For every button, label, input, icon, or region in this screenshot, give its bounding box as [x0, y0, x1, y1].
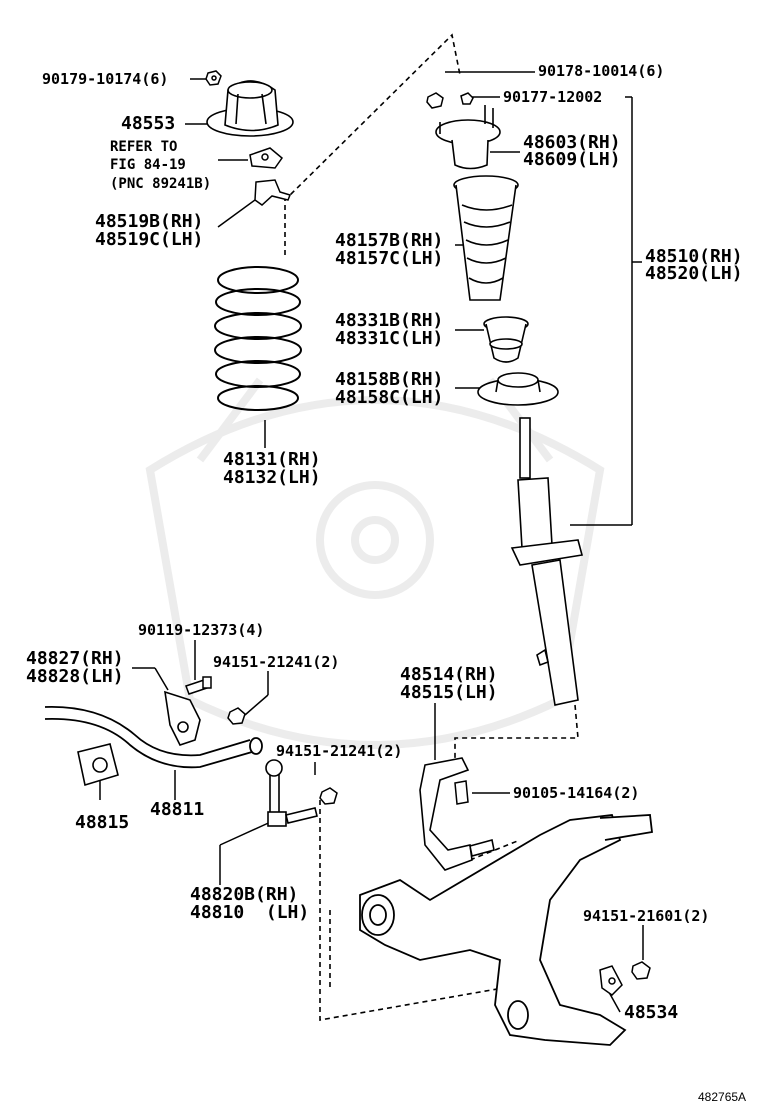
label-90105-14164[interactable]: 90105-14164(2) [513, 784, 640, 802]
nut-90178 [426, 92, 444, 109]
label-90177-12002[interactable]: 90177-12002 [503, 88, 603, 106]
nut-90179 [205, 70, 222, 86]
label-48553[interactable]: 48553 [121, 113, 176, 134]
label-48810[interactable]: 48810 (LH) [190, 902, 310, 923]
nut-94151c [631, 961, 651, 980]
label-48131[interactable]: 48131(RH) [223, 449, 321, 470]
label-48515[interactable]: 48515(LH) [400, 682, 498, 703]
label-94151-21241-b[interactable]: 94151-21241(2) [276, 742, 403, 760]
label-94151-21601[interactable]: 94151-21601(2) [583, 907, 710, 925]
label-refer-fig: FIG 84-19 [110, 157, 186, 173]
bolt-90119 [185, 676, 212, 695]
support-48603 [435, 105, 501, 170]
bracket-48827 [164, 690, 201, 746]
label-90178-10014[interactable]: 90178-10014(6) [538, 62, 665, 80]
label-48811[interactable]: 48811 [150, 799, 205, 820]
lower-arm-48068 [359, 814, 653, 1046]
bracket-refer [249, 147, 284, 169]
link-48820 [265, 759, 318, 827]
label-refer-pnc: (PNC 89241B) [110, 176, 212, 192]
bracket-48514 [419, 757, 495, 871]
shock-absorber-48510 [510, 417, 584, 706]
label-48158c[interactable]: 48158C(LH) [335, 387, 444, 408]
label-48514[interactable]: 48514(RH) [400, 664, 498, 685]
nut-94151a [227, 707, 246, 725]
bumper-48331 [483, 316, 529, 363]
bushing-48815 [77, 743, 119, 787]
coil-spring-48131 [214, 266, 302, 411]
label-48603[interactable]: 48603(RH) [523, 132, 621, 153]
insulator-48158 [477, 372, 559, 406]
label-48157b[interactable]: 48157B(RH) [335, 230, 444, 251]
bracket-48519 [254, 179, 292, 206]
bolt-90105 [454, 780, 469, 805]
label-48609[interactable]: 48609(LH) [523, 149, 621, 170]
boot-48157 [453, 175, 519, 301]
label-48519b[interactable]: 48519B(RH) [95, 211, 204, 232]
label-48827[interactable]: 48827(RH) [26, 648, 124, 669]
label-94151-21241-a[interactable]: 94151-21241(2) [213, 653, 340, 671]
dashed-guides [284, 33, 579, 1021]
label-48519c[interactable]: 48519C(LH) [95, 229, 204, 250]
label-48510[interactable]: 48510(RH) [645, 246, 743, 267]
label-48157c[interactable]: 48157C(LH) [335, 248, 444, 269]
label-48820b[interactable]: 48820B(RH) [190, 884, 299, 905]
label-48815[interactable]: 48815 [75, 812, 130, 833]
label-48828[interactable]: 48828(LH) [26, 666, 124, 687]
label-48331c[interactable]: 48331C(LH) [335, 328, 444, 349]
label-48520[interactable]: 48520(LH) [645, 263, 743, 284]
label-90119-12373[interactable]: 90119-12373(4) [138, 621, 265, 639]
nut-90177 [460, 92, 474, 105]
leader-lines [99, 71, 644, 1013]
label-48331b[interactable]: 48331B(RH) [335, 310, 444, 331]
label-90179-10174[interactable]: 90179-10174(6) [42, 70, 169, 88]
label-48534[interactable]: 48534 [624, 1002, 679, 1023]
label-refer-to: REFER TO [110, 139, 178, 155]
washer-48534 [599, 965, 623, 996]
upper-insulator-48553 [206, 80, 294, 137]
label-48132[interactable]: 48132(LH) [223, 467, 321, 488]
stabilizer-bar-48811 [44, 706, 263, 769]
label-48158b[interactable]: 48158B(RH) [335, 369, 444, 390]
nut-94151b [319, 787, 338, 805]
diagram-code: 482765A [698, 1090, 747, 1104]
